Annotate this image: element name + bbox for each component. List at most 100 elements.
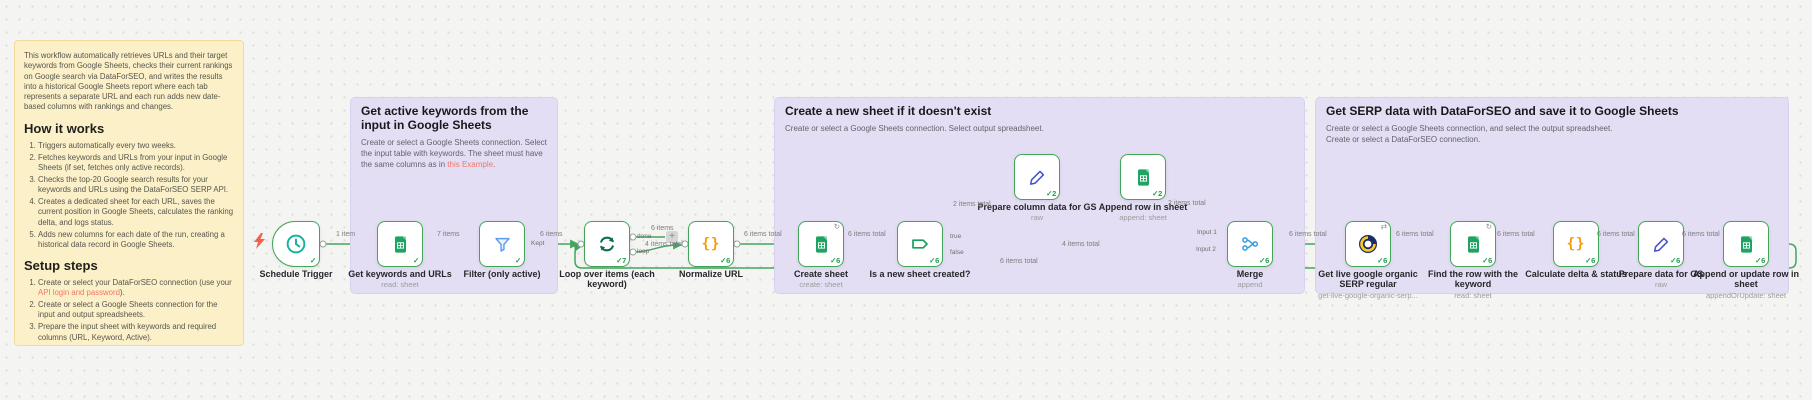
node-loop-over-items[interactable]: ✓7: [584, 221, 630, 267]
trigger-bolt-icon: [253, 233, 266, 254]
sheets-icon: [391, 235, 410, 254]
setup-steps-list: Create or select your DataForSEO connect…: [24, 278, 234, 346]
node-label-block: Schedule Trigger: [234, 269, 358, 279]
node-label-block: Calculate delta & status: [1514, 269, 1638, 279]
node-label: Is a new sheet created?: [869, 269, 971, 279]
success-badge: ✓: [515, 256, 521, 265]
success-badge: ✓6: [929, 256, 939, 265]
loop-icon: [597, 234, 617, 254]
node-subtitle: appendOrUpdate: sheet: [1705, 290, 1787, 300]
sticky-text: Adds new columns for each date of the ru…: [38, 229, 225, 249]
node-find-row-with-keyword[interactable]: ↻✓6: [1450, 221, 1496, 267]
connection-label: 6 items total: [848, 231, 886, 238]
how-it-works-list: Triggers automatically every two weeks. F…: [24, 141, 234, 250]
node-is-new-sheet-created[interactable]: ✓6: [897, 221, 943, 267]
node-subtitle: append: sheet: [1119, 213, 1167, 223]
signpost-icon: [910, 234, 930, 254]
connection-label: 6 items total: [1000, 258, 1038, 265]
sticky-heading-setup-steps: Setup steps: [24, 257, 98, 273]
sticky-link[interactable]: API login and password: [38, 288, 120, 298]
sticky-list-item: Adds new columns for each date of the ru…: [38, 230, 234, 250]
node-subtitle: read: sheet: [381, 280, 419, 290]
node-label: Get keywords and URLs: [348, 269, 452, 279]
node-get-live-serp[interactable]: ⇄✓6: [1345, 221, 1391, 267]
node-calculate-delta-status[interactable]: {}✓6: [1553, 221, 1599, 267]
pencil-icon: [1652, 235, 1671, 254]
node-label-block: Normalize URL: [649, 269, 773, 279]
group-description: Create or select a Google Sheets connect…: [785, 123, 1294, 134]
node-append-or-update-row[interactable]: ✓6: [1723, 221, 1769, 267]
node-label: Append row in sheet: [1098, 202, 1188, 212]
connection-label: 6 items total: [1682, 231, 1720, 238]
sticky-heading-how-it-works: How it works: [24, 120, 105, 136]
refresh-icon: ↻: [833, 222, 840, 231]
success-badge: ✓6: [1259, 256, 1269, 265]
sheets-icon: [1737, 235, 1756, 254]
node-label: Filter (only active): [463, 269, 541, 279]
port-label: Input 2: [1196, 246, 1216, 253]
success-badge: ✓: [413, 256, 419, 265]
port-label: Input 1: [1197, 229, 1217, 236]
connection-label: 1 item: [336, 231, 356, 238]
success-badge: ✓6: [1755, 256, 1765, 265]
add-node-button[interactable]: +: [666, 231, 678, 243]
sticky-note[interactable]: This workflow automatically retrieves UR…: [14, 40, 244, 346]
success-badge: ✓6: [720, 256, 730, 265]
group-description: Create or select a Google Sheets connect…: [1326, 123, 1778, 134]
node-label: Get live google organic SERP regular: [1318, 269, 1418, 290]
node-subtitle: read: sheet: [1454, 290, 1492, 300]
node-subtitle: append: [1237, 280, 1263, 290]
sticky-list-item: Set the preferred workflow schedule.: [38, 345, 234, 346]
node-get-keywords-and-urls[interactable]: ✓: [377, 221, 423, 267]
connection-label: 6 items: [540, 231, 563, 238]
sticky-text: ).: [119, 288, 125, 298]
sticky-text: Create or select a Google Sheets connect…: [38, 300, 218, 320]
group-description: Create or select a DataForSEO connection…: [1326, 134, 1778, 145]
sticky-list-item: Checks the top-20 Google search results …: [38, 175, 234, 195]
sticky-list-item: Triggers automatically every two weeks.: [38, 141, 234, 151]
port-label: true: [950, 233, 962, 240]
sheets-icon: [812, 235, 831, 254]
node-subtitle: get-live-google-organic-serp...: [1318, 290, 1418, 300]
port-label: Kept: [531, 240, 545, 247]
node-merge[interactable]: ✓6: [1227, 221, 1273, 267]
node-create-sheet[interactable]: ↻✓6: [798, 221, 844, 267]
connection-label: 4 items total: [645, 241, 683, 248]
braces-icon: {}: [701, 236, 721, 252]
node-prepare-column-data[interactable]: ✓2: [1014, 154, 1060, 200]
node-filter-only-active[interactable]: ✓: [479, 221, 525, 267]
node-append-row-in-sheet[interactable]: ✓2: [1120, 154, 1166, 200]
group-description-text: Create or select a DataForSEO connection…: [1326, 134, 1481, 144]
node-normalize-url[interactable]: {} ✓6: [688, 221, 734, 267]
connection-label: 4 items total: [1062, 241, 1100, 248]
success-badge: ✓6: [1670, 256, 1680, 265]
group-link[interactable]: this Example: [447, 159, 494, 169]
node-schedule-trigger[interactable]: ✓: [272, 221, 320, 267]
port-label: false: [950, 249, 964, 256]
sheets-icon: [1464, 235, 1483, 254]
success-badge: ✓7: [616, 256, 626, 265]
sticky-list-item: Fetches keywords and URLs from your inpu…: [38, 153, 234, 173]
sticky-text: Checks the top-20 Google search results …: [38, 175, 229, 195]
node-label: Find the row with the keyword: [1428, 269, 1518, 290]
group-title: Create a new sheet if it doesn't exist: [785, 104, 992, 118]
group-title: Get active keywords from the input in Go…: [361, 104, 529, 132]
node-label: Merge: [1236, 269, 1264, 279]
node-label-block: Loop over items (each keyword): [545, 269, 669, 290]
sticky-intro: This workflow automatically retrieves UR…: [24, 51, 233, 112]
group-note-3[interactable]: Get SERP data with DataForSEO and save i…: [1315, 97, 1789, 294]
node-label: Prepare column data for GS: [977, 202, 1097, 212]
sticky-text: Set the preferred workflow schedule.: [38, 345, 165, 346]
clock-icon: [285, 233, 307, 255]
node-label: Append or update row in sheet: [1693, 269, 1799, 290]
node-prepare-data-for-gs[interactable]: ✓6: [1638, 221, 1684, 267]
sticky-list-item: Prepare the input sheet with keywords an…: [38, 322, 234, 342]
